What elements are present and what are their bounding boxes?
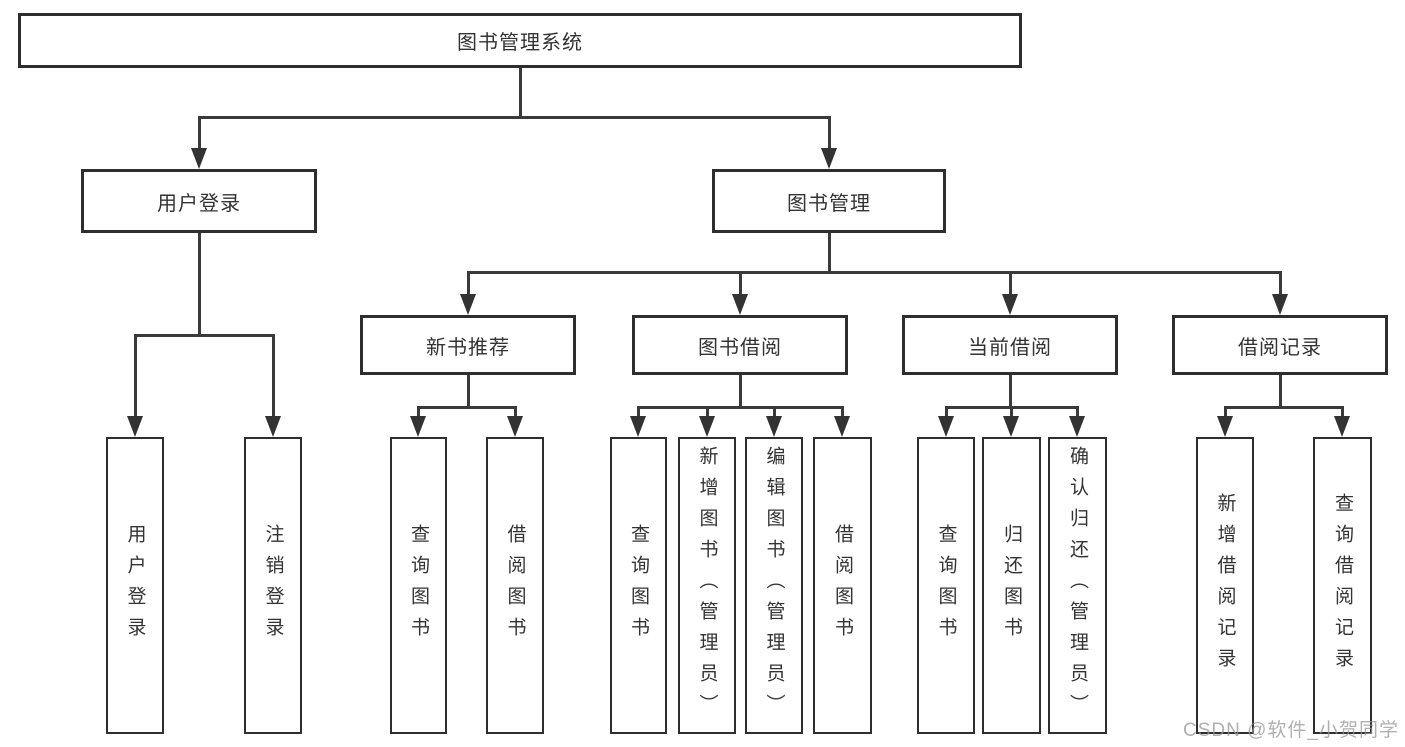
arrowhead-down-icon <box>834 416 850 437</box>
leaf-add-books-admin-label: 新增图书（管理员） <box>696 446 718 725</box>
node-book-management-label: 图书管理 <box>787 192 871 215</box>
arrowhead-down-icon <box>630 416 646 437</box>
connector-line <box>1009 374 1012 408</box>
connector-line <box>467 271 1281 274</box>
arrowhead-down-icon <box>1002 294 1018 315</box>
leaf-query-books-recommend: 查询图书 <box>390 437 447 734</box>
connector-line <box>739 271 742 296</box>
node-book-management: 图书管理 <box>712 169 946 233</box>
node-new-book-recommend: 新书推荐 <box>360 315 576 375</box>
leaf-borrow-books: 借阅图书 <box>813 437 872 734</box>
connector-line <box>828 116 831 150</box>
arrowhead-down-icon <box>1003 416 1019 437</box>
connector-line <box>198 116 831 119</box>
node-new-book-recommend-label: 新书推荐 <box>426 336 510 359</box>
leaf-query-books-borrowing-label: 查询图书 <box>628 523 649 648</box>
connector-line <box>945 406 948 420</box>
arrowhead-down-icon <box>938 416 954 437</box>
connector-line <box>828 232 831 273</box>
node-root-label: 图书管理系统 <box>457 32 583 54</box>
leaf-edit-books-admin: 编辑图书（管理员） <box>745 437 803 734</box>
leaf-query-books-current: 查询图书 <box>917 437 975 734</box>
connector-line <box>417 406 517 409</box>
arrowhead-down-icon <box>1217 416 1233 437</box>
connector-line <box>1010 406 1013 420</box>
connector-line <box>272 334 275 418</box>
arrowhead-down-icon <box>732 294 748 315</box>
leaf-query-borrow-record: 查询借阅记录 <box>1313 437 1372 734</box>
leaf-add-books-admin: 新增图书（管理员） <box>678 437 736 734</box>
leaf-logout-label: 注销登录 <box>262 523 284 648</box>
connector-line <box>1076 406 1079 420</box>
connector-line <box>706 406 709 420</box>
connector-line <box>637 406 640 420</box>
arrowhead-down-icon <box>699 416 715 437</box>
node-book-borrowing: 图书借阅 <box>632 315 848 375</box>
leaf-confirm-return-admin: 确认归还（管理员） <box>1048 437 1107 734</box>
leaf-return-books: 归还图书 <box>982 437 1041 734</box>
node-current-borrowing: 当前借阅 <box>902 315 1118 375</box>
node-root: 图书管理系统 <box>18 13 1022 68</box>
node-current-borrowing-label: 当前借阅 <box>968 336 1052 359</box>
connector-line <box>519 68 522 118</box>
leaf-add-borrow-record: 新增借阅记录 <box>1196 437 1254 734</box>
leaf-add-borrow-record-label: 新增借阅记录 <box>1214 492 1236 679</box>
leaf-query-books-recommend-label: 查询图书 <box>408 523 429 648</box>
connector-line <box>773 406 776 420</box>
connector-line <box>198 116 201 150</box>
arrowhead-down-icon <box>127 416 143 437</box>
arrowhead-down-icon <box>1272 294 1288 315</box>
node-book-borrowing-label: 图书借阅 <box>698 336 782 359</box>
connector-line <box>1279 271 1282 296</box>
connector-line <box>1224 406 1227 420</box>
leaf-user-login-label: 用户登录 <box>124 523 146 648</box>
connector-line <box>739 374 742 408</box>
leaf-borrow-books-label: 借阅图书 <box>832 523 853 648</box>
connector-line <box>841 406 844 420</box>
leaf-edit-books-admin-label: 编辑图书（管理员） <box>763 446 785 725</box>
arrowhead-down-icon <box>1334 416 1350 437</box>
connector-line <box>417 406 420 420</box>
arrowhead-down-icon <box>460 294 476 315</box>
node-user-login: 用户登录 <box>81 169 317 233</box>
leaf-query-borrow-record-label: 查询借阅记录 <box>1332 492 1353 679</box>
leaf-borrow-books-recommend: 借阅图书 <box>486 437 544 734</box>
leaf-borrow-books-recommend-label: 借阅图书 <box>504 523 526 648</box>
connector-line <box>1279 374 1282 408</box>
arrowhead-down-icon <box>507 416 523 437</box>
connector-line <box>134 334 137 418</box>
leaf-logout: 注销登录 <box>244 437 302 734</box>
leaf-confirm-return-admin-label: 确认归还（管理员） <box>1067 446 1088 725</box>
leaf-query-books-current-label: 查询图书 <box>935 523 957 648</box>
connector-line <box>198 232 201 336</box>
arrowhead-down-icon <box>821 148 837 169</box>
connector-line <box>514 406 517 420</box>
arrowhead-down-icon <box>191 148 207 169</box>
connector-line <box>134 334 274 337</box>
connector-line <box>1341 406 1344 420</box>
node-borrow-records-label: 借阅记录 <box>1238 336 1322 359</box>
arrowhead-down-icon <box>265 416 281 437</box>
leaf-return-books-label: 归还图书 <box>1001 523 1022 648</box>
connector-line <box>467 374 470 408</box>
leaf-user-login: 用户登录 <box>106 437 164 734</box>
node-borrow-records: 借阅记录 <box>1172 315 1388 375</box>
connector-line <box>1009 271 1012 296</box>
arrowhead-down-icon <box>410 416 426 437</box>
arrowhead-down-icon <box>1069 416 1085 437</box>
connector-line <box>637 406 843 409</box>
node-user-login-label: 用户登录 <box>157 192 241 215</box>
connector-line <box>1224 406 1342 409</box>
leaf-query-books-borrowing: 查询图书 <box>610 437 667 734</box>
arrowhead-down-icon <box>766 416 782 437</box>
connector-line <box>467 271 470 296</box>
csdn-watermark: CSDN @软件_小贺同学 <box>1183 720 1399 741</box>
